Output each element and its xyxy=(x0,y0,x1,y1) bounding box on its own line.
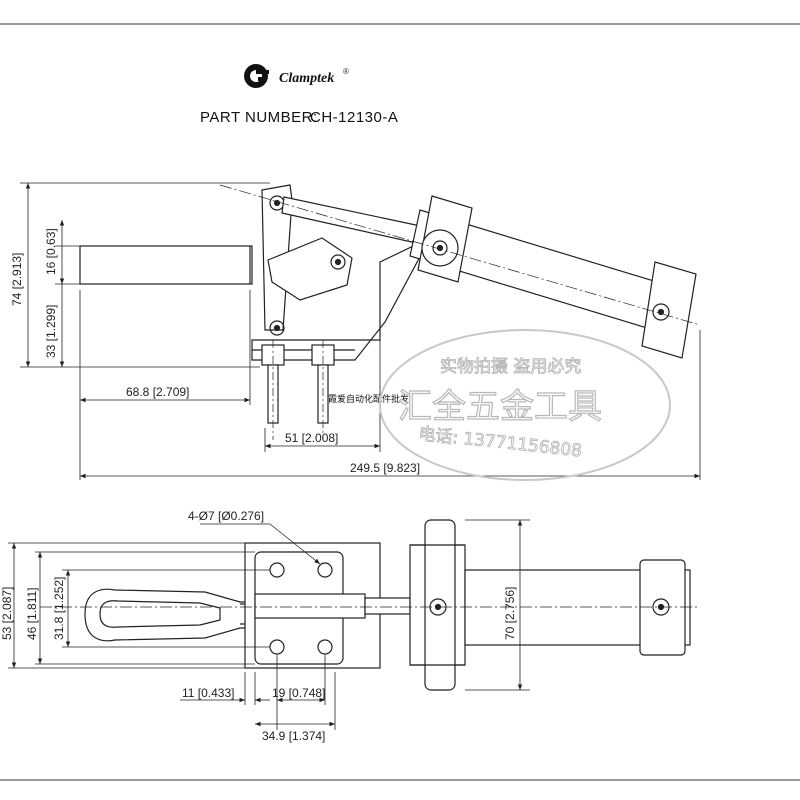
seller-note: 霞爱自动化配件批发 xyxy=(328,393,409,405)
brand-logo xyxy=(244,64,269,88)
hole-callout: 4-Ø7 [Ø0.276] xyxy=(188,509,264,523)
watermark-line1: 实物拍摄 盗用必究 xyxy=(440,357,581,377)
top-view xyxy=(40,519,700,691)
dim-outer-width: 53 [2.087] xyxy=(0,587,14,640)
dim-overall-length: 249.5 [9.823] xyxy=(350,461,420,475)
brand-name: Clamptek xyxy=(279,71,334,86)
dim-hole-spacing: 19 [0.748] xyxy=(272,686,325,700)
dim-base-length: 34.9 [1.374] xyxy=(262,729,325,743)
part-number: CH-12130-A xyxy=(310,109,398,126)
handle-grip xyxy=(79,245,253,285)
top-dimensions xyxy=(8,519,530,730)
watermark: 实物拍摄 盗用必究 汇全五金工具 电话: 13771156808 xyxy=(379,329,671,481)
dim-upper: 16 [0.63] xyxy=(44,228,58,275)
side-view xyxy=(79,184,701,440)
dim-mid-width: 46 [1.811] xyxy=(25,588,39,641)
link-plate xyxy=(267,237,353,301)
hole-4 xyxy=(317,639,333,655)
dim-lower: 33 [1.299] xyxy=(44,305,58,358)
dim-total-height: 74 [2.913] xyxy=(10,253,24,306)
part-number-label: PART NUMBER: xyxy=(200,109,318,126)
registered-mark: ® xyxy=(343,67,349,76)
pivot-low xyxy=(269,320,285,336)
dim-handle-length: 68.8 [2.709] xyxy=(126,385,189,399)
dim-cylinder-height: 70 [2.756] xyxy=(503,587,517,640)
dim-flange-offset: 11 [0.433] xyxy=(182,686,235,700)
plunger-rod xyxy=(281,196,431,246)
dim-bolt-spacing: 51 [2.008] xyxy=(285,431,338,445)
dim-inner-width: 31.8 [1.252] xyxy=(52,577,66,640)
side-dimensions xyxy=(20,182,701,480)
watermark-line3: 电话: 13771156808 xyxy=(418,424,583,461)
hole-2 xyxy=(317,562,333,578)
watermark-line2: 汇全五金工具 xyxy=(398,387,602,427)
watermark-ellipse xyxy=(379,329,671,481)
